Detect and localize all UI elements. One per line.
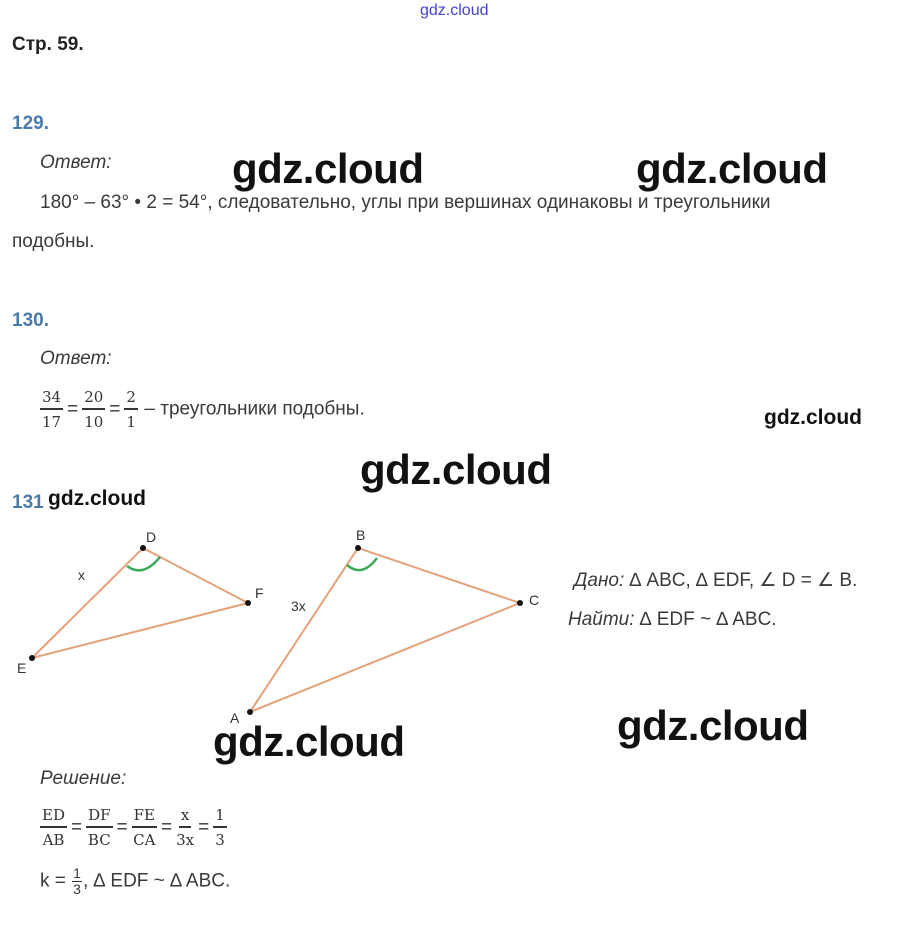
point-label-d: D [146, 529, 156, 545]
watermark: gdz.cloud [360, 446, 552, 493]
answer-line-129: 180° – 63° • 2 = 54°, следовательно, угл… [40, 192, 771, 213]
watermark: gdz.cloud [48, 487, 146, 510]
numerator: 20 [82, 388, 106, 410]
fraction: FE CA [131, 806, 157, 849]
task-number-130: 130. [12, 310, 49, 331]
denominator: BC [87, 831, 111, 849]
find-text: ∆ EDF ~ ∆ ABC. [634, 609, 777, 630]
fraction: x 3x [176, 806, 194, 849]
triangle-edf: D F E x [17, 529, 264, 676]
answer-line-129-cont: подобны. [12, 231, 95, 252]
watermark: gdz.cloud [213, 718, 405, 765]
equals-sign: = [70, 816, 83, 838]
side-label-ab: 3x [291, 598, 306, 614]
numerator: ED [40, 806, 67, 828]
answer-130-text: – треугольники подобны. [144, 398, 365, 420]
denominator: AB [42, 831, 65, 849]
watermark: gdz.cloud [232, 145, 424, 192]
denominator: 10 [84, 413, 104, 431]
denominator: 1 [126, 413, 136, 431]
denominator: CA [133, 831, 156, 849]
given-text: ∆ ABC, ∆ EDF, ∠ D = ∠ B. [624, 570, 858, 591]
numerator: FE [131, 806, 157, 828]
watermark: gdz.cloud [617, 702, 809, 749]
numerator: 1 [72, 865, 82, 882]
point-label-e: E [17, 660, 26, 676]
fraction: DF BC [86, 806, 113, 849]
equals-sign: = [109, 398, 121, 420]
equals-sign: = [116, 816, 128, 838]
task-number-131: 131 [12, 492, 44, 513]
find-line: Найти: ∆ EDF ~ ∆ ABC. [568, 609, 777, 631]
solution-label: Решение: [40, 768, 127, 789]
numerator: 1 [213, 806, 227, 828]
find-label: Найти: [568, 609, 635, 630]
point-label-f: F [255, 585, 264, 601]
watermark: gdz.cloud [636, 145, 828, 192]
numerator: DF [86, 806, 113, 828]
watermark: gdz.cloud [764, 406, 862, 429]
equals-sign: = [198, 816, 210, 838]
fraction: ED AB [40, 806, 67, 849]
angle-d-arc [126, 556, 161, 572]
task-number-129: 129. [12, 113, 49, 134]
answer-label-129: Ответ: [40, 152, 112, 173]
side-label-ed: x [78, 567, 85, 583]
denominator: 3 [73, 881, 81, 897]
page-label: Стр. 59. [12, 34, 84, 55]
equals-sign: = [161, 816, 173, 838]
numerator: 34 [40, 388, 64, 410]
point-label-c: C [529, 592, 539, 608]
point-label-b: B [356, 527, 365, 543]
equals-sign: = [67, 398, 79, 420]
point-label-a: A [230, 710, 240, 726]
denominator: 3 [215, 831, 225, 849]
given-label: Дано: [574, 570, 625, 591]
denominator: 17 [42, 413, 62, 431]
angle-b-arc [346, 557, 378, 572]
answer-label-130: Ответ: [40, 348, 112, 369]
k-prefix: k = [40, 870, 66, 892]
denominator: 3x [176, 831, 195, 849]
watermark-link[interactable]: gdz.cloud [420, 2, 489, 19]
given-line: Дано: ∆ ABC, ∆ EDF, ∠ D = ∠ B. [574, 569, 857, 592]
triangle-abc: B C A 3x [230, 527, 539, 726]
numerator: x [178, 806, 192, 828]
numerator: 2 [124, 388, 138, 410]
k-suffix: , ∆ EDF ~ ∆ ABC. [82, 870, 231, 892]
